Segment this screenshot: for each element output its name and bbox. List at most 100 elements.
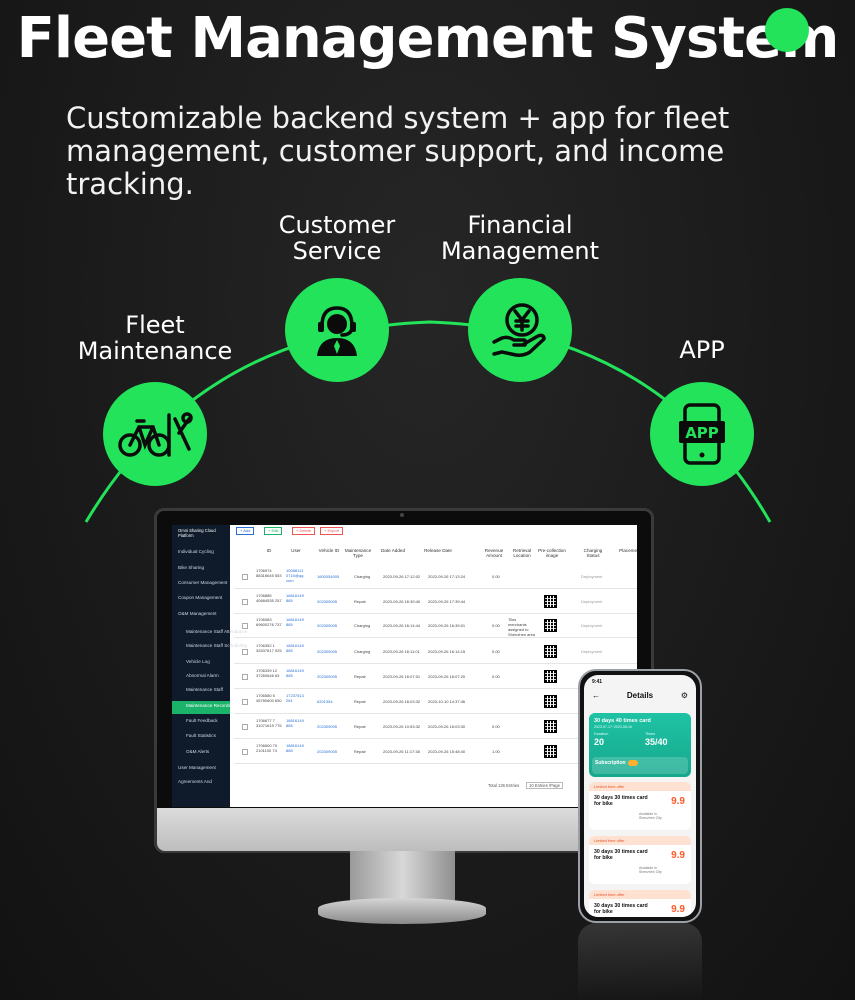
table-cell-vehicle[interactable]: 1600054005 — [317, 574, 340, 579]
qr-code-image[interactable] — [544, 695, 557, 708]
table-cell-user[interactable]: 18816149 885 — [286, 617, 304, 627]
sidebar-item[interactable]: Individual Cycling — [178, 549, 214, 554]
qr-code-image[interactable] — [544, 720, 557, 733]
table-cell-id: 1706352 1 32637617 025 — [256, 643, 282, 653]
sidebar-item[interactable]: Maintenance Staff Attendance — [186, 629, 248, 634]
sidebar-item[interactable]: Coupon Management — [178, 595, 223, 600]
row-checkbox[interactable] — [242, 599, 248, 605]
offer-card-header — [589, 890, 691, 899]
subscription-row: Subscription — [592, 757, 688, 774]
sidebar-item[interactable]: Maintenance Records — [186, 703, 231, 708]
edit-button[interactable]: + Edit — [264, 527, 283, 535]
table-cell-added: 2023-09-26 16:07:01 — [383, 674, 421, 679]
row-checkbox[interactable] — [242, 724, 248, 730]
table-column-header: Charging Status — [583, 548, 603, 558]
feature-label-customer-service: Customer Service — [262, 212, 412, 264]
page-title: Fleet Management System — [16, 6, 840, 71]
sidebar-item[interactable]: Vehicle Log — [186, 659, 210, 664]
sidebar-item[interactable]: User Management — [178, 765, 216, 770]
phone-screen: 9:41 ← Details ⚙ 30 days 40 times card 2… — [584, 675, 696, 917]
sidebar-item[interactable]: Fault Statistics — [186, 733, 216, 738]
offer-card-header — [589, 782, 691, 791]
sidebar-item[interactable]: Agreements And — [178, 779, 212, 784]
settings-gear-icon[interactable]: ⚙ — [680, 691, 688, 700]
table-cell-vehicle[interactable]: 202309005 — [317, 649, 338, 654]
row-checkbox[interactable] — [242, 623, 248, 629]
row-checkbox[interactable] — [242, 749, 248, 755]
table-column-header: User — [291, 548, 301, 553]
table-row-divider — [234, 713, 637, 714]
back-arrow-icon[interactable]: ← — [592, 691, 600, 700]
row-checkbox[interactable] — [242, 674, 248, 680]
table-column-header: Pre-collection image — [538, 548, 566, 558]
table-cell-id: 1706083 69600276 737 — [256, 617, 282, 627]
page-size-select[interactable]: 10 Entries /Page — [526, 782, 563, 789]
table-cell-id: 1706580 5 45780600 690 — [256, 693, 282, 703]
delete-button[interactable]: + Delete — [292, 527, 316, 535]
table-column-header: Date Added — [380, 548, 405, 553]
offer-price: 9.9 — [671, 796, 685, 807]
table-column-header: Vehicle ID — [318, 548, 340, 553]
card-title: 30 days 40 times card — [594, 718, 651, 724]
table-cell-vehicle[interactable]: 202309005 — [317, 599, 338, 604]
qr-code-image[interactable] — [544, 670, 557, 683]
table-cell-id: 1706339 12 37260646 63 — [256, 668, 280, 678]
monitor-stand-neck — [350, 851, 455, 901]
sidebar-item[interactable]: Maintenance Staff Scheduling — [186, 643, 247, 648]
table-cell-user[interactable]: 18816149 885 — [286, 668, 304, 678]
card-duration-value: 20 — [594, 737, 605, 747]
qr-code-image[interactable] — [544, 619, 557, 632]
sidebar-item[interactable]: Abnormal Alarm — [186, 673, 219, 678]
table-cell-vehicle[interactable]: 202309005 — [317, 623, 338, 628]
table-cell-revenue: 0.00 — [492, 623, 500, 628]
table-row-divider — [234, 637, 637, 638]
table-cell-id: 1706600 70 2101100 74 — [256, 743, 278, 753]
sidebar-item[interactable]: Consumer Management — [178, 580, 228, 585]
bike-wrench-icon — [118, 412, 193, 457]
offer-card-header — [589, 836, 691, 845]
sidebar-item[interactable]: Fault Feedback — [186, 718, 218, 723]
sidebar-item[interactable]: Bike Sharing — [178, 565, 205, 570]
table-cell-user[interactable]: 18816149 885 — [286, 593, 304, 603]
row-checkbox[interactable] — [242, 699, 248, 705]
table-cell-vehicle[interactable]: 202309005 — [317, 724, 338, 729]
add-button[interactable]: + Add — [236, 527, 255, 535]
row-checkbox[interactable] — [242, 649, 248, 655]
yen-coin-hand-icon — [492, 303, 546, 357]
table-column-header: Placement — [619, 548, 637, 553]
offer-badge: Limited time offer — [594, 784, 625, 789]
table-cell-vehicle[interactable]: 202309005 — [317, 674, 338, 679]
offer-note: Available in Shenzhen City — [639, 812, 662, 820]
table-cell-revenue: 0.00 — [492, 724, 500, 729]
subscription-toggle[interactable] — [628, 760, 638, 766]
table-cell-id: 1706677 7 31071619 776 — [256, 718, 282, 728]
feature-label-line: Service — [292, 237, 382, 265]
table-cell-user[interactable]: 18816149 885 — [286, 743, 304, 753]
table-cell-user[interactable]: 18816149 885 — [286, 718, 304, 728]
table-cell-id: 1706885 40684535 257 — [256, 593, 282, 603]
qr-code-image[interactable] — [544, 595, 557, 608]
offer-name: 30 days 30 times card for bike — [594, 903, 648, 915]
table-cell-user[interactable]: 17237513 281 — [286, 693, 304, 703]
export-button[interactable]: + Export — [320, 527, 344, 535]
sidebar-item[interactable]: O&M Management — [178, 611, 217, 616]
table-column-header: Maintenance Type — [344, 548, 372, 558]
table-cell-vehicle[interactable]: 202309005 — [317, 749, 338, 754]
table-cell-user[interactable]: 10088111 0715@qq. com — [286, 568, 305, 583]
table-cell-status: Deployment — [581, 599, 603, 604]
table-row-divider — [234, 763, 637, 764]
offer-name: 30 days 30 times card for bike — [594, 849, 648, 861]
sidebar-item[interactable]: O&M Alerts — [186, 749, 210, 754]
qr-code-image[interactable] — [544, 745, 557, 758]
table-cell-release: 2023-09-26 16:03:30 — [428, 724, 466, 729]
table-cell-user[interactable]: 18816149 885 — [286, 643, 304, 653]
sidebar-item[interactable]: Maintenance Staff — [186, 687, 223, 692]
table-cell-vehicle[interactable]: 6201354 — [317, 699, 333, 704]
table-cell-release: 2023-09-26 15:48:40 — [428, 749, 466, 754]
table-column-header: Release Date — [424, 548, 452, 553]
row-checkbox[interactable] — [242, 574, 248, 580]
qr-code-image[interactable] — [544, 645, 557, 658]
